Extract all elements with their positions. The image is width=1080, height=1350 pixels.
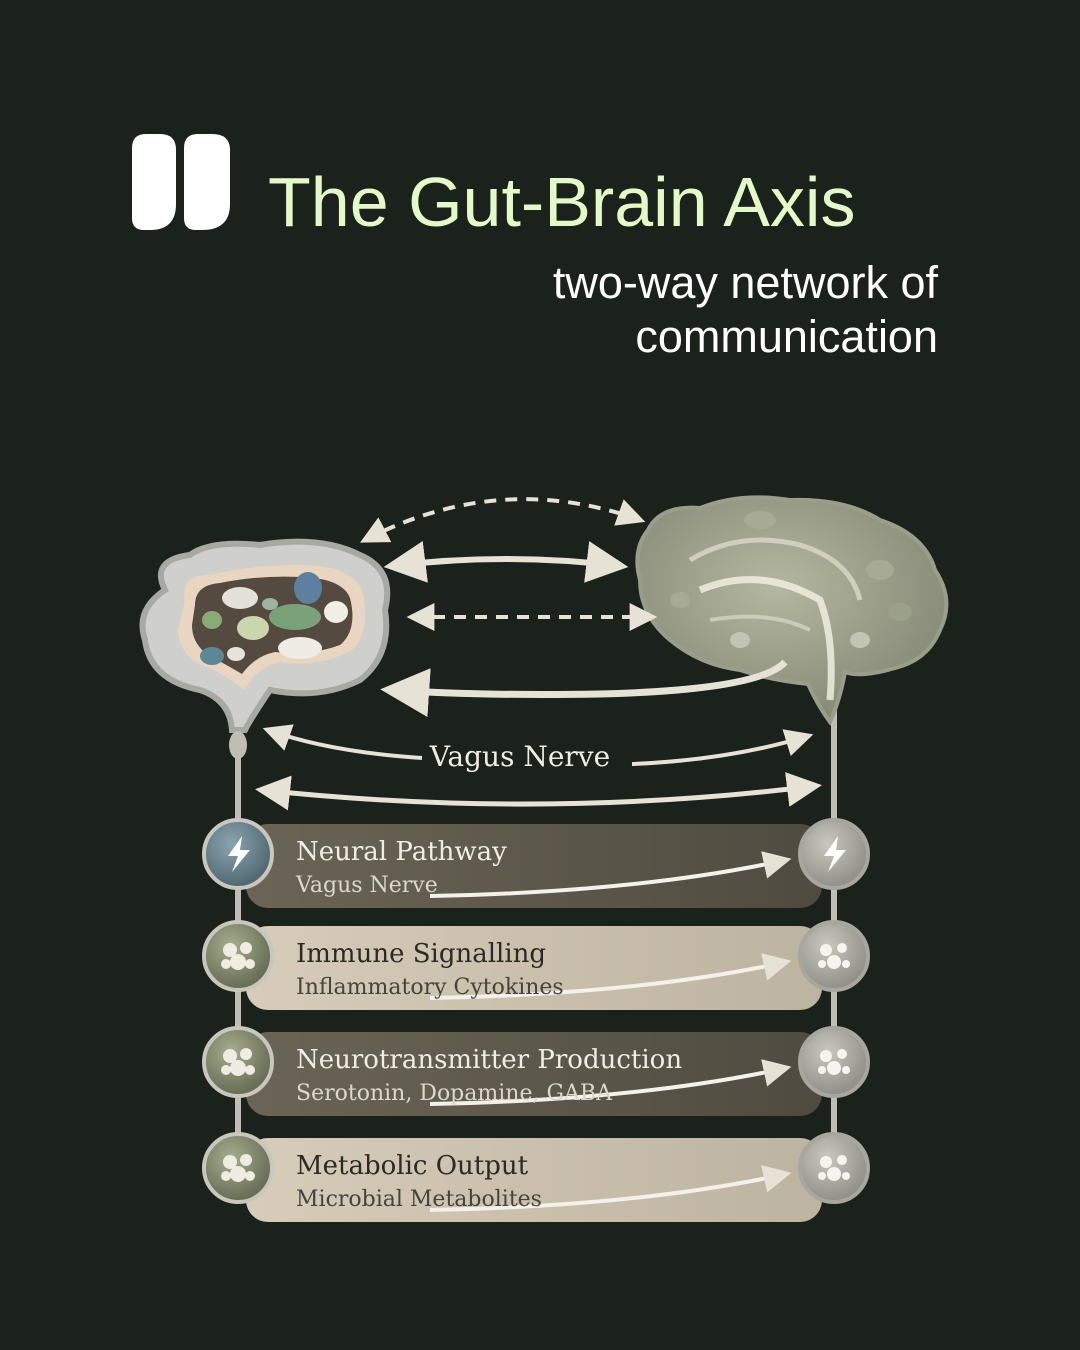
destination-molecules-icon: [798, 1026, 870, 1098]
brain-illustration: [635, 495, 949, 726]
pathway-title: Neural Pathway: [296, 837, 507, 867]
pathway-row-band: [246, 1138, 822, 1222]
flow-arrow: [429, 851, 792, 898]
pathway-title: Neurotransmitter Production: [296, 1045, 682, 1075]
molecules-icon: [202, 1026, 274, 1098]
destination-cells-icon: [798, 920, 870, 992]
pathway-subtitle: Vagus Nerve: [295, 873, 438, 898]
page-subtitle: two-way network of communication: [552, 257, 938, 362]
pathway-subtitle: Inflammatory Cytokines: [296, 975, 564, 1000]
lightning-icon: [202, 818, 274, 890]
pathway-subtitle: Microbial Metabolites: [296, 1187, 542, 1212]
flow-arrow: [429, 1059, 792, 1106]
flow-arrow: [429, 953, 792, 1000]
pathway-title: Metabolic Output: [296, 1151, 529, 1181]
flow-arrow: [429, 1165, 792, 1212]
pathway-row-band: [246, 926, 822, 1010]
gut-illustration: [139, 538, 391, 759]
destination-metabolites-icon: [798, 1132, 870, 1204]
communication-arrows: [255, 497, 822, 811]
cells-icon: [202, 920, 274, 992]
page-title: The Gut-Brain Axis: [268, 163, 856, 241]
pathway-subtitle: Serotonin, Dopamine, GABA: [296, 1081, 613, 1106]
metabolites-icon: [202, 1132, 274, 1204]
destination-lightning-icon: [798, 818, 870, 890]
pathway-row-band: [246, 1032, 822, 1116]
pathway-row-band: [246, 824, 822, 908]
pathway-title: Immune Signalling: [296, 939, 546, 969]
vagus-nerve-label: Vagus Nerve: [429, 740, 610, 773]
quote-mark-icon: [132, 134, 230, 230]
